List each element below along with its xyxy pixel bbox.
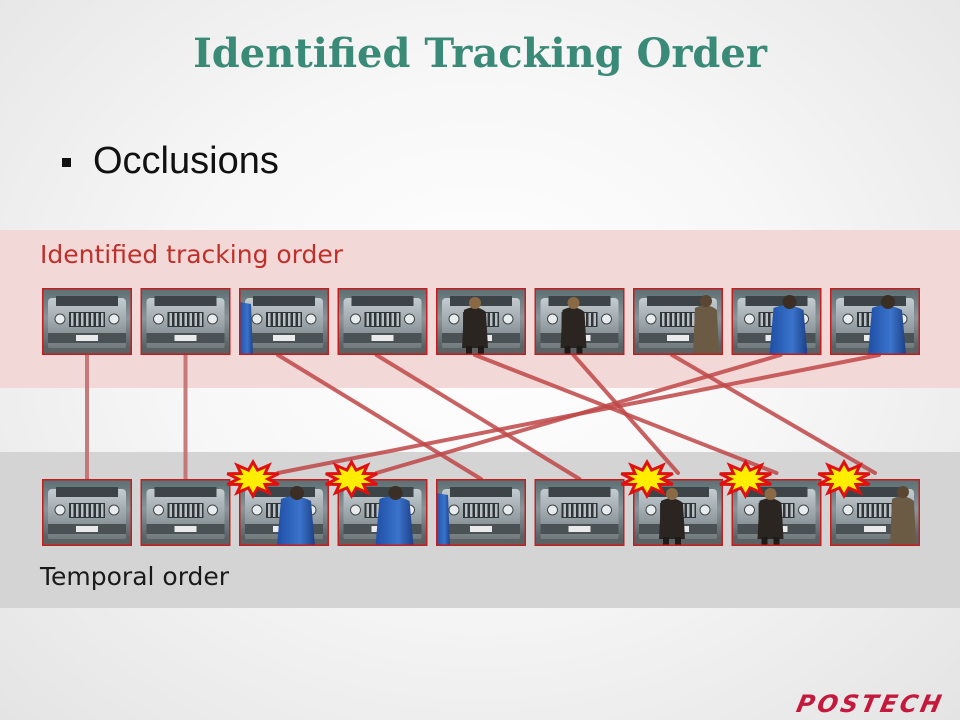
top-frame-1 bbox=[42, 288, 132, 355]
bottom-frame-5 bbox=[436, 479, 526, 546]
top-frame-4 bbox=[337, 288, 428, 355]
bullet-text: Occlusions bbox=[93, 140, 279, 182]
slide-title: Identified Tracking Order bbox=[193, 30, 767, 77]
link-line-7 bbox=[670, 353, 877, 475]
occlusion-burst-icon bbox=[325, 458, 378, 500]
bottom-frame-1 bbox=[42, 479, 132, 546]
link-line-6 bbox=[571, 353, 680, 475]
top-frame-3 bbox=[239, 288, 329, 355]
link-line-4 bbox=[374, 353, 582, 481]
top-frame-8 bbox=[731, 288, 822, 355]
bottom-frame-8 bbox=[731, 479, 822, 546]
link-line-9 bbox=[276, 353, 881, 475]
top-frame-2 bbox=[140, 288, 231, 355]
square-bullet-icon bbox=[62, 158, 71, 167]
occlusion-burst-icon bbox=[226, 458, 280, 500]
bottom-frame-6 bbox=[534, 479, 625, 546]
top-frame-6 bbox=[534, 288, 625, 355]
top-frame-5 bbox=[436, 288, 526, 355]
occlusion-burst-icon bbox=[817, 458, 871, 500]
bullet-item: Occlusions bbox=[62, 140, 279, 183]
top-frame-7 bbox=[633, 288, 723, 355]
bottom-frame-2 bbox=[140, 479, 231, 546]
temporal-order-label: Temporal order bbox=[40, 562, 230, 591]
link-line-3 bbox=[276, 353, 483, 481]
occlusion-burst-icon bbox=[719, 458, 772, 500]
postech-logo: POSTECH bbox=[794, 690, 947, 718]
bottom-frame-9 bbox=[830, 479, 920, 546]
identified-order-label: Identified tracking order bbox=[40, 240, 344, 269]
top-frame-9 bbox=[830, 288, 920, 355]
occlusion-burst-icon bbox=[620, 458, 674, 500]
